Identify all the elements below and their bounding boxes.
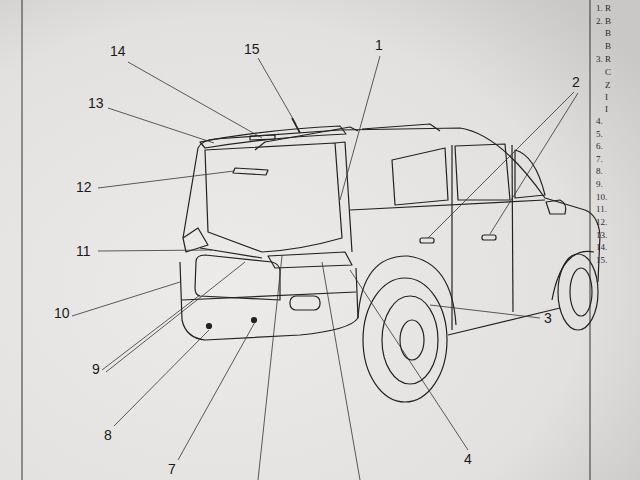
callout-number: 13 [88,96,104,110]
legend-list-text: 8. [596,167,603,176]
callout-number: 2 [572,75,580,89]
callout-number: 7 [168,462,176,476]
legend-list-text: 15. [596,256,607,265]
legend-list-text: B [605,42,611,51]
legend-list-text: 4. [596,117,603,126]
legend-list-text: 6. [596,142,603,151]
frame-line [22,0,23,480]
legend-list-text: I [605,105,608,114]
callout-number: 12 [76,180,92,194]
callout-number: 1 [375,38,383,52]
legend-list-text: Z [605,81,611,90]
legend-list-text: 1. R [596,4,611,13]
callout-number: 8 [104,428,112,442]
frame-line [590,0,591,480]
legend-list-text: 10. [596,193,607,202]
callout-number: 9 [92,362,100,376]
legend-list-text: 5. [596,130,603,139]
callout-number: 11 [76,244,91,258]
legend-list-text: 12. [596,218,607,227]
car-drawing [180,118,600,402]
legend-list-text: B [605,29,611,38]
callout-number: 14 [110,44,126,58]
leader-lines [72,56,578,480]
callout-number: 15 [244,42,260,56]
callout-number: 4 [464,452,472,466]
callout-number: 10 [54,306,70,320]
legend-list-text: 11. [596,205,607,214]
legend-list-text: 3. R [596,55,611,64]
legend-list-text: 9. [596,180,603,189]
legend-list-text: 2. B [596,17,611,26]
legend-list-text: C [605,68,611,77]
legend-list-text: 14. [596,243,607,252]
legend-list-text: 7. [596,155,603,164]
callout-number: 3 [544,311,552,325]
legend-list-text: 13. [596,231,607,240]
legend-list-text: I [605,93,608,102]
